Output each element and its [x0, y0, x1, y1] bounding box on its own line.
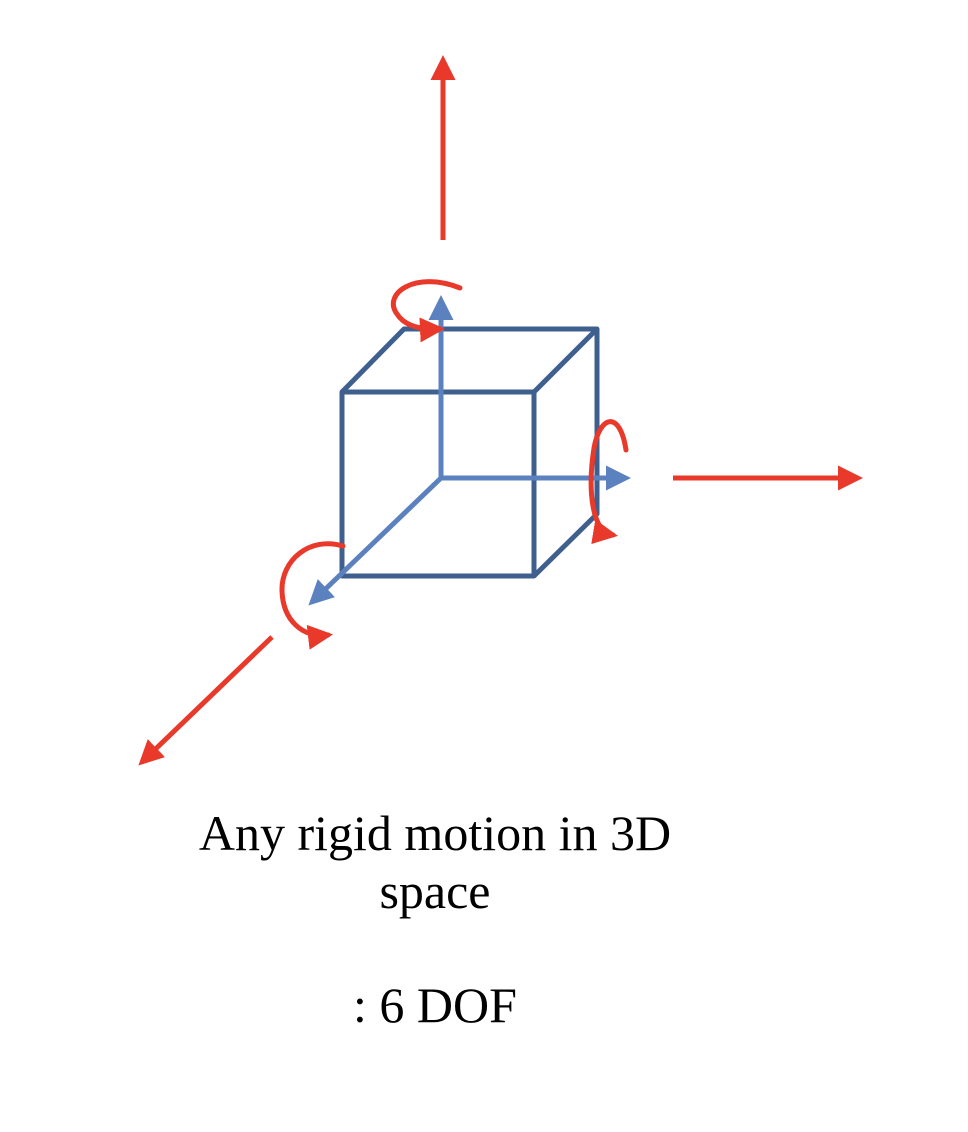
caption-dof: : 6 DOF: [353, 977, 517, 1033]
rotation-arrow-vertical-axis: [390, 279, 463, 343]
translation-arrows: [138, 55, 863, 766]
caption-main: Any rigid motion in 3D space: [0, 804, 870, 920]
rotation-arrows: [279, 279, 629, 650]
caption-line-1: Any rigid motion in 3D: [198, 805, 672, 861]
translation-arrow-down-left: [138, 635, 274, 766]
cube-top-back-edges: [340, 326, 600, 394]
y-axis-arrow: [308, 476, 443, 606]
rotation-arrow-x-axis: [588, 419, 629, 545]
cube-right-back-edges: [532, 329, 600, 578]
rotation-arrow-y-axis: [279, 541, 346, 650]
caption-line-2: space: [379, 863, 491, 919]
cube-front-face: [339, 389, 537, 579]
cube: [339, 326, 600, 579]
